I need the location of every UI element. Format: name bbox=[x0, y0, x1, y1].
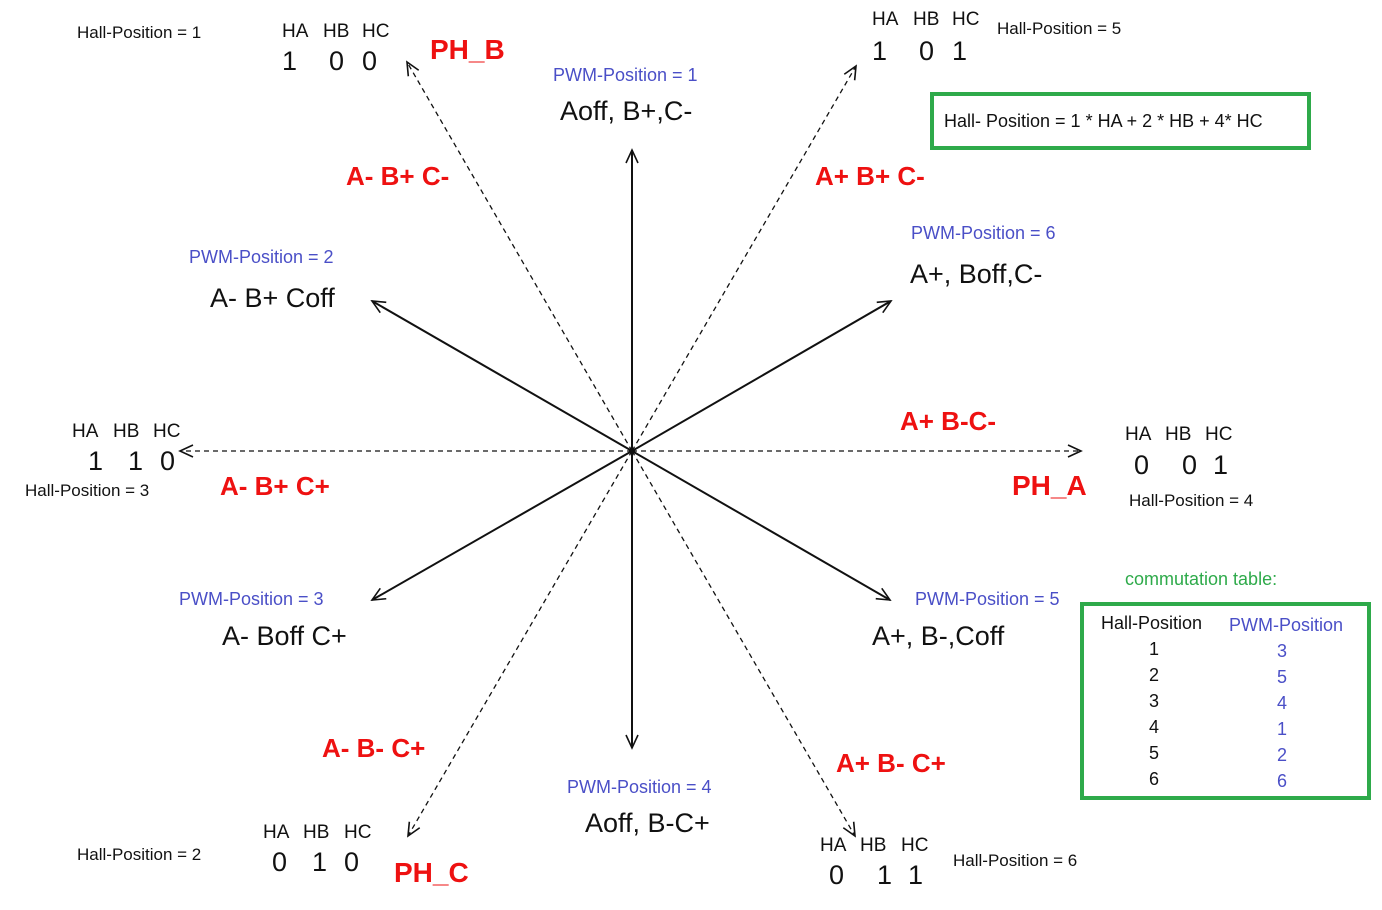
hc-header: HC bbox=[1205, 424, 1233, 445]
ha-header: HA bbox=[72, 421, 99, 442]
hc-bit: 1 bbox=[908, 860, 924, 890]
hb-header: HB bbox=[323, 21, 350, 42]
formula-box bbox=[930, 92, 1311, 150]
hc-header: HC bbox=[344, 822, 372, 843]
pwm-vector-2 bbox=[370, 300, 633, 452]
hb-header: HB bbox=[113, 421, 140, 442]
hall-position-6-label: Hall-Position = 6 bbox=[953, 851, 1078, 870]
table-cell-pwm: 5 bbox=[1276, 667, 1287, 687]
table-cell-hall: 2 bbox=[1148, 665, 1159, 685]
hall-position-3-label: Hall-Position = 3 bbox=[25, 481, 150, 500]
table-header-hall: Hall-Position bbox=[1101, 613, 1203, 633]
pwm-position-6-state: A+, Boff,C- bbox=[910, 259, 1043, 289]
hb-bit: 0 bbox=[329, 46, 345, 76]
phase-combo-label: A+ B- C+ bbox=[836, 748, 946, 778]
table-cell-hall: 3 bbox=[1148, 691, 1159, 711]
ha-header: HA bbox=[263, 822, 290, 843]
table-cell-pwm: 3 bbox=[1276, 641, 1287, 661]
table-cell-hall: 5 bbox=[1148, 743, 1159, 763]
hb-header: HB bbox=[860, 835, 887, 856]
hb-header: HB bbox=[303, 822, 330, 843]
hb-bit: 1 bbox=[128, 446, 144, 476]
pwm-position-4-state: Aoff, B-C+ bbox=[585, 808, 710, 838]
hc-header: HC bbox=[362, 21, 390, 42]
ha-header: HA bbox=[872, 9, 899, 30]
hc-bit: 0 bbox=[160, 446, 176, 476]
pwm-vector-5 bbox=[631, 450, 892, 601]
hb-header: HB bbox=[913, 9, 940, 30]
hall-position-4-label: Hall-Position = 4 bbox=[1129, 491, 1254, 510]
table-cell-pwm: 4 bbox=[1276, 693, 1287, 713]
ha-bit: 0 bbox=[829, 860, 845, 890]
pwm-position-4-label: PWM-Position = 4 bbox=[567, 777, 712, 797]
pwm-position-2-label: PWM-Position = 2 bbox=[189, 247, 334, 267]
hall-vector-pos6 bbox=[631, 450, 856, 838]
table-cell-pwm: 2 bbox=[1276, 745, 1287, 765]
phase-combo-label: A- B+ C+ bbox=[220, 471, 330, 501]
pwm-position-3-state: A- Boff C+ bbox=[222, 621, 347, 651]
hall-position-1-label: Hall-Position = 1 bbox=[77, 23, 202, 42]
hall-position-5-label: Hall-Position = 5 bbox=[997, 19, 1122, 38]
hc-header: HC bbox=[153, 421, 181, 442]
hb-bit: 0 bbox=[919, 36, 935, 66]
pwm-position-3-label: PWM-Position = 3 bbox=[179, 589, 324, 609]
hc-header: HC bbox=[901, 835, 929, 856]
hall-position-formula: Hall- Position = 1 * HA + 2 * HB + 4* HC bbox=[944, 111, 1263, 131]
hb-bit: 0 bbox=[1182, 450, 1198, 480]
hall-vector-pos1 bbox=[406, 60, 633, 452]
hc-bit: 0 bbox=[362, 46, 378, 76]
ha-bit: 1 bbox=[88, 446, 104, 476]
table-cell-hall: 6 bbox=[1148, 769, 1159, 789]
pwm-position-6-label: PWM-Position = 6 bbox=[911, 223, 1056, 243]
phase-c-label: PH_C bbox=[394, 857, 469, 888]
phase-combo-label: A+ B-C- bbox=[900, 406, 997, 436]
hb-header: HB bbox=[1165, 424, 1192, 445]
hall-vector-pos5 bbox=[631, 64, 857, 452]
phase-combo-label: A+ B+ C- bbox=[815, 161, 925, 191]
table-cell-pwm: 6 bbox=[1276, 771, 1287, 791]
phase-a-label: PH_A bbox=[1012, 470, 1087, 501]
ha-bit: 0 bbox=[1134, 450, 1150, 480]
pwm-position-1-state: Aoff, B+,C- bbox=[560, 96, 693, 126]
hall-vector-pos2 bbox=[407, 450, 633, 838]
table-cell-hall: 4 bbox=[1148, 717, 1159, 737]
hc-bit: 1 bbox=[1213, 450, 1229, 480]
hb-bit: 1 bbox=[877, 860, 893, 890]
hc-bit: 0 bbox=[344, 847, 360, 877]
ha-header: HA bbox=[282, 21, 309, 42]
pwm-position-2-state: A- B+ Coff bbox=[210, 283, 335, 313]
pwm-vector-3 bbox=[370, 450, 633, 601]
pwm-position-1-label: PWM-Position = 1 bbox=[553, 65, 698, 85]
ha-header: HA bbox=[820, 835, 847, 856]
phase-combo-label: A- B- C+ bbox=[322, 733, 426, 763]
hb-bit: 1 bbox=[312, 847, 328, 877]
ha-bit: 1 bbox=[282, 46, 298, 76]
pwm-vector-6 bbox=[631, 300, 893, 452]
commutation-table bbox=[1080, 602, 1371, 800]
table-cell-hall: 1 bbox=[1148, 639, 1159, 659]
phase-b-label: PH_B bbox=[430, 34, 505, 65]
table-header-pwm: PWM-Position bbox=[1229, 615, 1344, 635]
pwm-position-5-label: PWM-Position = 5 bbox=[915, 589, 1060, 609]
ha-bit: 1 bbox=[872, 36, 888, 66]
pwm-position-5-state: A+, B-,Coff bbox=[872, 621, 1005, 651]
ha-bit: 0 bbox=[272, 847, 288, 877]
phase-combo-label: A- B+ C- bbox=[346, 161, 450, 191]
ha-header: HA bbox=[1125, 424, 1152, 445]
hall-position-2-label: Hall-Position = 2 bbox=[77, 845, 202, 864]
commutation-table-title: commutation table: bbox=[1125, 569, 1278, 589]
hc-bit: 1 bbox=[952, 36, 968, 66]
table-cell-pwm: 1 bbox=[1276, 719, 1287, 739]
hc-header: HC bbox=[952, 9, 980, 30]
